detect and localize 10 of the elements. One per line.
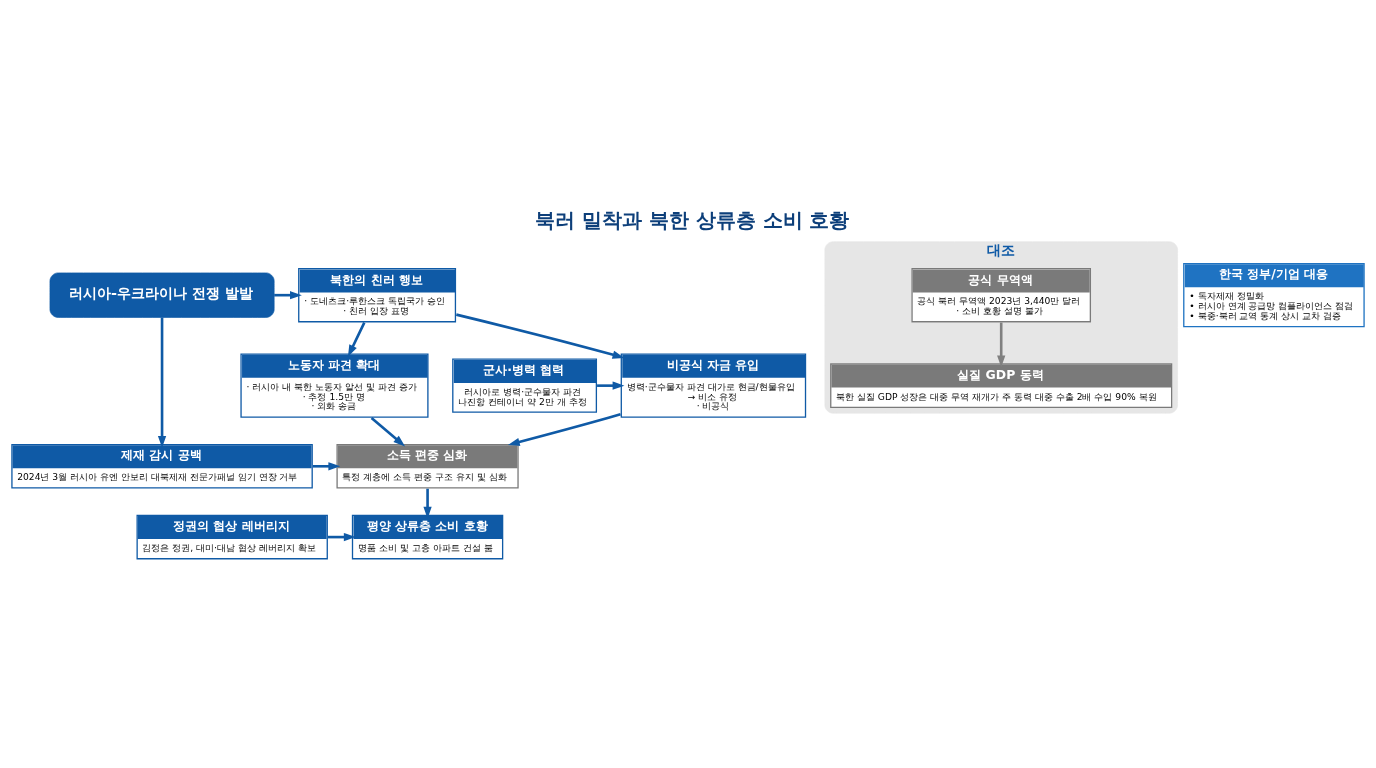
arrow [312,461,341,470]
arrow [456,312,625,359]
diagram-title: 북러 밀착과 북한 상류층 소비 호황 [535,208,850,232]
arrow [597,381,625,390]
arrow [347,321,366,357]
arrow [370,416,406,446]
arrow [157,317,167,448]
node-box: 러시아-우크라이나 전쟁 발발 [49,272,275,318]
arrow [997,322,1006,367]
arrow [507,412,621,446]
